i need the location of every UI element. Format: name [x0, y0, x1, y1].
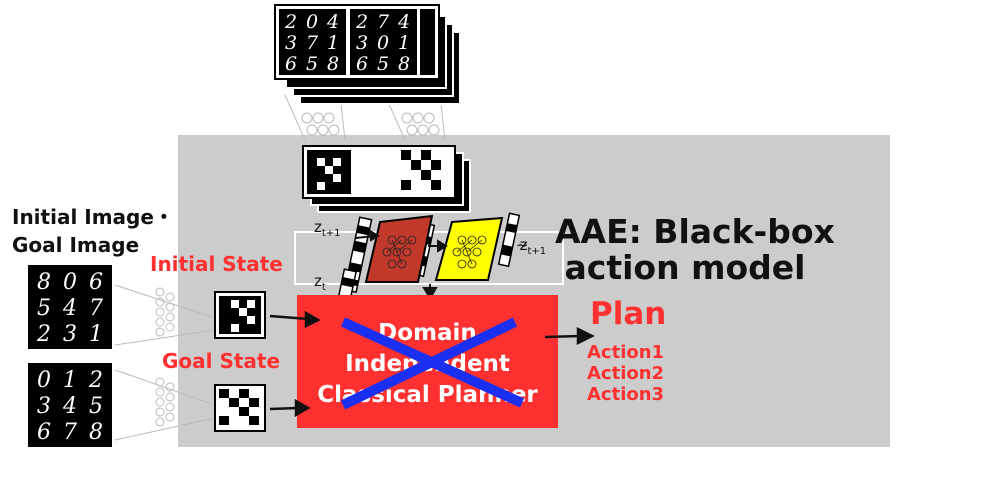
digit-glyph: 4: [62, 394, 77, 419]
z-tilde-label: ~zt+1: [516, 236, 547, 257]
goal-state-bitmap: [214, 384, 266, 432]
latent-bitmap-left: [307, 150, 351, 194]
input-network-initial: [114, 284, 216, 346]
digit-glyph: 7: [306, 32, 319, 54]
digit-glyph: 3: [356, 32, 368, 54]
digit-glyph: 7: [89, 296, 103, 321]
input-images-caption: Initial Image・ Goal Image: [12, 203, 202, 259]
digit-glyph: 6: [37, 420, 51, 445]
top-image-stack: [274, 4, 461, 105]
state-arrows: [269, 310, 595, 418]
digit-glyph: 2: [36, 322, 51, 347]
digit-glyph: 4: [397, 11, 410, 33]
input-images-caption-line2: Goal Image: [12, 233, 140, 257]
digit-glyph: 2: [284, 11, 297, 33]
action-network-red: [364, 214, 434, 283]
digit-glyph: 8: [398, 53, 410, 75]
top-left-image: [279, 9, 346, 75]
digit-glyph: 2: [355, 11, 368, 33]
initial-state-bitmap: [214, 291, 266, 339]
digit-glyph: 1: [327, 32, 339, 54]
cross-mark-icon: [340, 317, 525, 410]
digit-glyph: 0: [37, 368, 51, 393]
digit-glyph: 6: [356, 53, 368, 75]
plan-action-3: Action3: [587, 384, 665, 405]
digit-glyph: 0: [377, 32, 389, 54]
z-t-label: zt: [314, 272, 326, 293]
aae-caption: AAE: Black-box action model: [555, 212, 835, 287]
plan-actions: Action1 Action2 Action3: [587, 342, 664, 405]
input-network-goal: [114, 369, 216, 441]
input-images-caption-line1: Initial Image・: [12, 205, 174, 229]
digit-glyph: 1: [398, 32, 410, 54]
digit-glyph: 3: [285, 32, 297, 54]
digit-glyph: 5: [37, 296, 51, 321]
z-t1-label: zt+1: [314, 218, 341, 239]
latent-bitmap-stack: [302, 145, 471, 213]
digit-glyph: 5: [306, 53, 318, 75]
goal-state-label: Goal State: [162, 349, 281, 373]
plan-action-1: Action1: [587, 342, 665, 363]
initial-image: [28, 265, 112, 349]
digit-glyph: 8: [89, 420, 103, 445]
digit-glyph: 7: [63, 420, 77, 445]
digit-glyph: 8: [327, 53, 339, 75]
digit-glyph: 5: [89, 394, 103, 419]
digit-glyph: 1: [63, 368, 77, 393]
digit-glyph: 6: [89, 270, 103, 295]
digit-glyph: 0: [306, 11, 318, 33]
aae-caption-line1: AAE: Black-box: [555, 212, 835, 251]
digit-glyph: 7: [377, 11, 390, 33]
action-network-yellow: [434, 216, 504, 281]
digit-glyph: 3: [63, 322, 77, 347]
latent-bitmap-right: [401, 150, 449, 194]
digit-glyph: 4: [326, 11, 339, 33]
aae-caption-line2: action model: [564, 248, 806, 287]
digit-glyph: 8: [37, 270, 51, 295]
top-right-image: [350, 9, 417, 75]
goal-image: [28, 363, 112, 447]
plan-action-2: Action2: [587, 363, 665, 384]
initial-state-label: Initial State: [150, 252, 283, 276]
latent-bar-out: [497, 212, 521, 268]
digit-glyph: 3: [37, 394, 51, 419]
digit-glyph: 2: [88, 368, 103, 393]
digit-glyph: 1: [89, 322, 103, 347]
digit-glyph: 4: [62, 296, 77, 321]
digit-glyph: 0: [63, 270, 77, 295]
latent-arrows: [355, 229, 448, 300]
digit-glyph: 5: [377, 53, 389, 75]
plan-title: Plan: [590, 296, 667, 332]
digit-glyph: 6: [285, 53, 297, 75]
